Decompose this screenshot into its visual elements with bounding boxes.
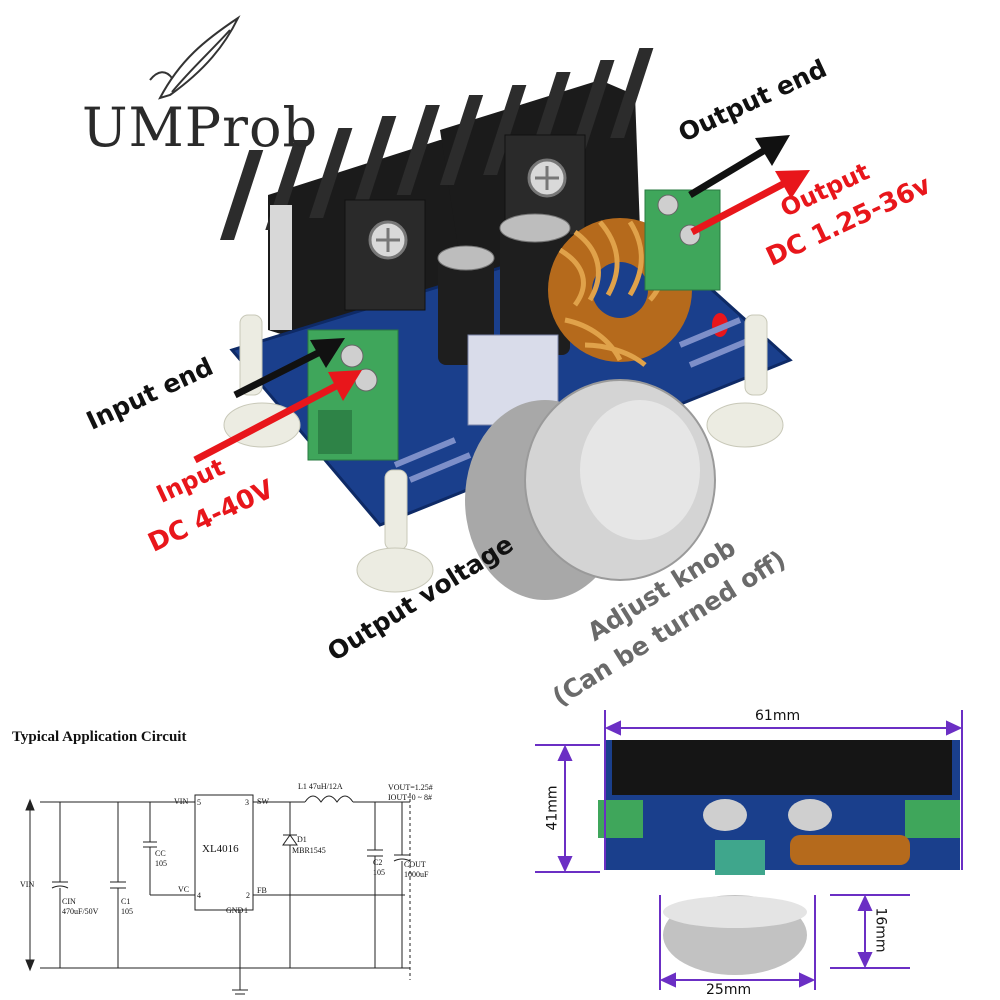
width-dimension: 61mm: [755, 708, 801, 724]
knob-width-dimension: 25mm: [706, 982, 752, 998]
c2-name: C2: [373, 858, 383, 867]
c1-name: C1: [121, 897, 131, 906]
pin-4: 4: [197, 891, 201, 900]
pin-fb: FB: [257, 886, 267, 895]
knob-height-dimension: 16mm: [872, 907, 889, 953]
arrow-output: [690, 170, 810, 236]
pin-sw: SW: [257, 797, 269, 806]
circuit-title: Typical Application Circuit: [12, 729, 187, 745]
pin-vin: VIN: [174, 797, 189, 806]
capacitor-2: [499, 213, 571, 355]
transistor-left: [344, 199, 426, 311]
brand-logo: UMProb: [82, 96, 319, 159]
d1-part: MBR1545: [292, 846, 326, 855]
c2-value: 105: [373, 868, 385, 877]
cc-value: 105: [155, 859, 167, 868]
cc-name: CC: [155, 849, 166, 858]
dimension-board: [598, 740, 960, 975]
height-dimension: 41mm: [544, 785, 561, 831]
feather-icon: [149, 15, 241, 100]
cin-value: 470uF/50V: [62, 907, 99, 916]
vin-label: VIN: [20, 880, 35, 889]
dimension-lines: [535, 710, 963, 990]
adjust-knob: [465, 379, 716, 600]
arrow-output-end: [688, 135, 790, 199]
arrow-input: [193, 370, 362, 464]
resistors: [393, 317, 752, 483]
output-terminal: [644, 189, 721, 291]
inductor-label: L1 47uH/12A: [298, 782, 343, 791]
d1-name: D1: [297, 835, 307, 844]
pin-5: 5: [197, 798, 201, 807]
pin-gnd: GND: [226, 906, 244, 915]
ic-name: XL4016: [202, 843, 239, 855]
cout-name: COUT: [404, 860, 426, 869]
pin-1: 1: [244, 906, 248, 915]
vout-label: VOUT=1.25#: [388, 783, 433, 792]
cout-value: 1000uF: [404, 870, 429, 879]
circuit-diagram: [25, 793, 411, 995]
c1-value: 105: [121, 907, 133, 916]
pin-vc: VC: [178, 885, 190, 894]
pin-2: 2: [246, 891, 250, 900]
iout-label: IOUT=0 ~ 8#: [388, 793, 432, 802]
arrow-input-end: [233, 338, 345, 399]
pin-3: 3: [245, 798, 249, 807]
cin-name: CIN: [62, 897, 76, 906]
